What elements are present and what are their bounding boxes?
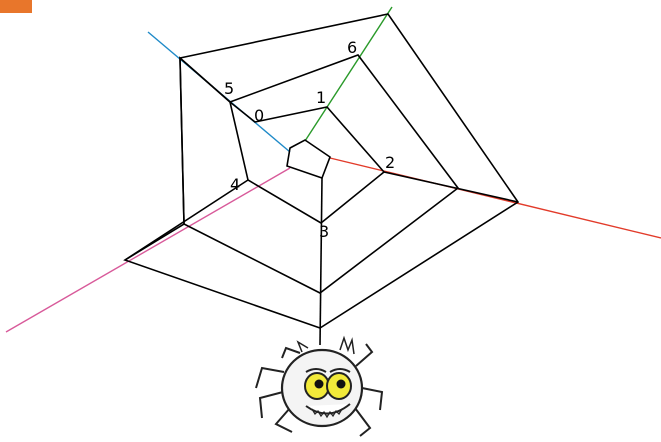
node-label-1: 1 — [316, 88, 326, 107]
axis-green — [305, 7, 392, 141]
corner-badge — [0, 0, 32, 13]
node-label-0: 0 — [254, 106, 264, 125]
node-label-6: 6 — [347, 38, 357, 57]
node-label-3: 3 — [319, 222, 329, 241]
thread-center — [320, 178, 322, 345]
web-ring-core — [287, 140, 330, 178]
node-label-2: 2 — [385, 153, 395, 172]
spider-mascot-icon — [256, 338, 382, 436]
node-label-5: 5 — [224, 79, 234, 98]
thread-right — [384, 172, 518, 202]
thread-upper-left — [180, 58, 230, 102]
node-label-4: 4 — [230, 175, 240, 194]
axis-pink — [6, 168, 290, 332]
